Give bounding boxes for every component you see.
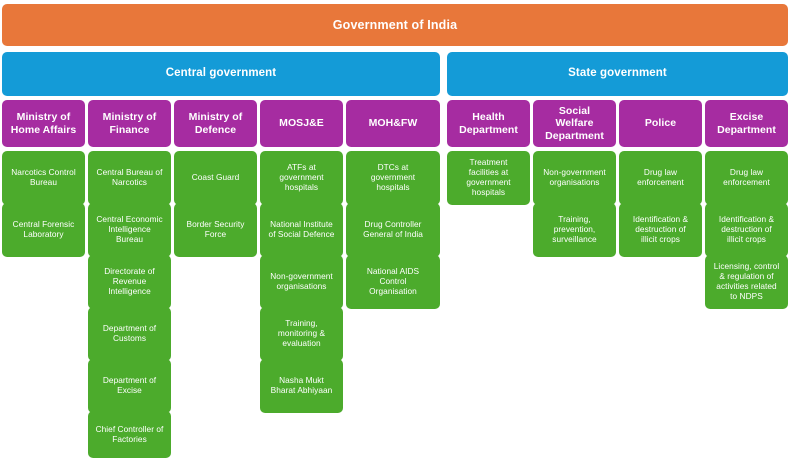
node-excise-department: Excise Department	[705, 100, 788, 147]
unit-box: Narcotics Control Bureau	[2, 151, 85, 205]
unit-box: DTCs at government hospitals	[346, 151, 440, 205]
unit-box: Treatment facilities at government hospi…	[447, 151, 530, 205]
unit-box: Non-government organisations	[260, 255, 343, 309]
unit-box: Border Security Force	[174, 203, 257, 257]
unit-box: Department of Excise	[88, 359, 171, 413]
unit-box: ATFs at government hospitals	[260, 151, 343, 205]
unit-box: Central Economic Intelligence Bureau	[88, 203, 171, 257]
node-mohfw: MOH&FW	[346, 100, 440, 147]
node-health-department: Health Department	[447, 100, 530, 147]
unit-box: National AIDS Control Organisation	[346, 255, 440, 309]
unit-box: Directorate of Revenue Intelligence	[88, 255, 171, 309]
node-ministry-of-finance: Ministry of Finance	[88, 100, 171, 147]
node-state-government: State government	[447, 52, 788, 96]
node-social-welfare-department: Social Welfare Department	[533, 100, 616, 147]
unit-box: Drug law enforcement	[619, 151, 702, 205]
unit-box: Coast Guard	[174, 151, 257, 205]
unit-box: Training, prevention, surveillance	[533, 203, 616, 257]
unit-box: Nasha Mukt Bharat Abhiyaan	[260, 359, 343, 413]
node-ministry-of-home-affairs: Ministry of Home Affairs	[2, 100, 85, 147]
unit-box: Identification & destruction of illicit …	[619, 203, 702, 257]
unit-box: Department of Customs	[88, 307, 171, 361]
unit-box: Drug law enforcement	[705, 151, 788, 205]
unit-box: Chief Controller of Factories	[88, 411, 171, 458]
unit-box: Central Forensic Laboratory	[2, 203, 85, 257]
node-government-of-india: Government of India	[2, 4, 788, 46]
unit-box: Licensing, control & regulation of activ…	[705, 255, 788, 309]
node-ministry-of-defence: Ministry of Defence	[174, 100, 257, 147]
node-police: Police	[619, 100, 702, 147]
unit-box: Central Bureau of Narcotics	[88, 151, 171, 205]
unit-box: National Institute of Social Defence	[260, 203, 343, 257]
node-mosje: MOSJ&E	[260, 100, 343, 147]
unit-box: Training, monitoring & evaluation	[260, 307, 343, 361]
unit-box: Drug Controller General of India	[346, 203, 440, 257]
node-central-government: Central government	[2, 52, 440, 96]
unit-box: Non-government organisations	[533, 151, 616, 205]
unit-box: Identification & destruction of illicit …	[705, 203, 788, 257]
